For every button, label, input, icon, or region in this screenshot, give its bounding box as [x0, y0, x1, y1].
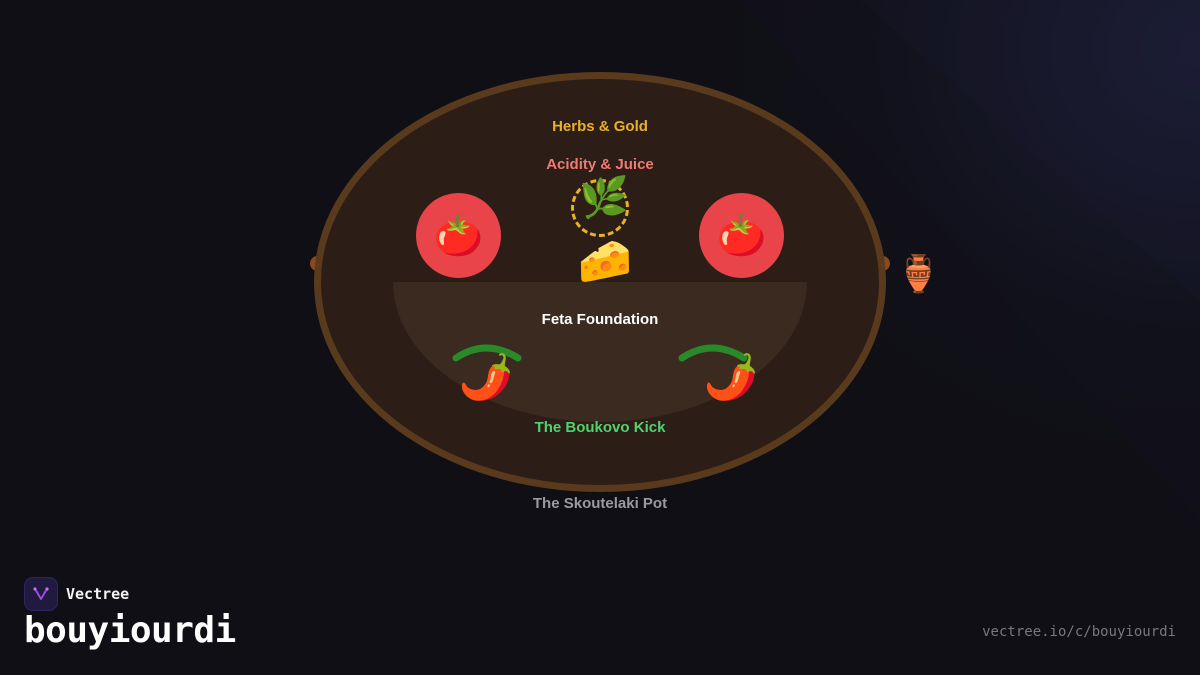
label-acidity-juice: Acidity & Juice [546, 156, 654, 173]
pepper-arc-right [678, 344, 748, 362]
tomato-icon-left: 🍅 [416, 193, 501, 278]
brand-header: Vectree [24, 577, 129, 611]
label-feta-foundation: Feta Foundation [541, 311, 659, 328]
source-url[interactable]: vectree.io/c/bouyiourdi [982, 624, 1176, 640]
tomato-icon: 🍅 [433, 213, 484, 258]
brand-name: Vectree [66, 585, 130, 603]
vectree-logo-icon [24, 577, 58, 611]
tomato-icon-right: 🍅 [699, 193, 784, 278]
cheese-icon: 🧀 [577, 237, 633, 286]
page-title: bouyiourdi [24, 610, 236, 651]
diagram-title: The Skoutelaki Pot [532, 495, 668, 512]
pepper-arc-left [452, 344, 522, 362]
herb-dashed-ring [571, 179, 629, 237]
tomato-icon: 🍅 [716, 213, 767, 258]
herb-icon: 🌿 [579, 176, 629, 220]
chili-pepper-icon-right: 🌶️ [703, 353, 759, 402]
amphora-icon: 🏺 [896, 253, 941, 294]
chili-pepper-icon-left: 🌶️ [458, 353, 514, 402]
label-herbs-gold: Herbs & Gold [552, 118, 648, 135]
background-rays [740, 0, 1200, 520]
label-boukovo-kick: The Boukovo Kick [534, 419, 666, 436]
